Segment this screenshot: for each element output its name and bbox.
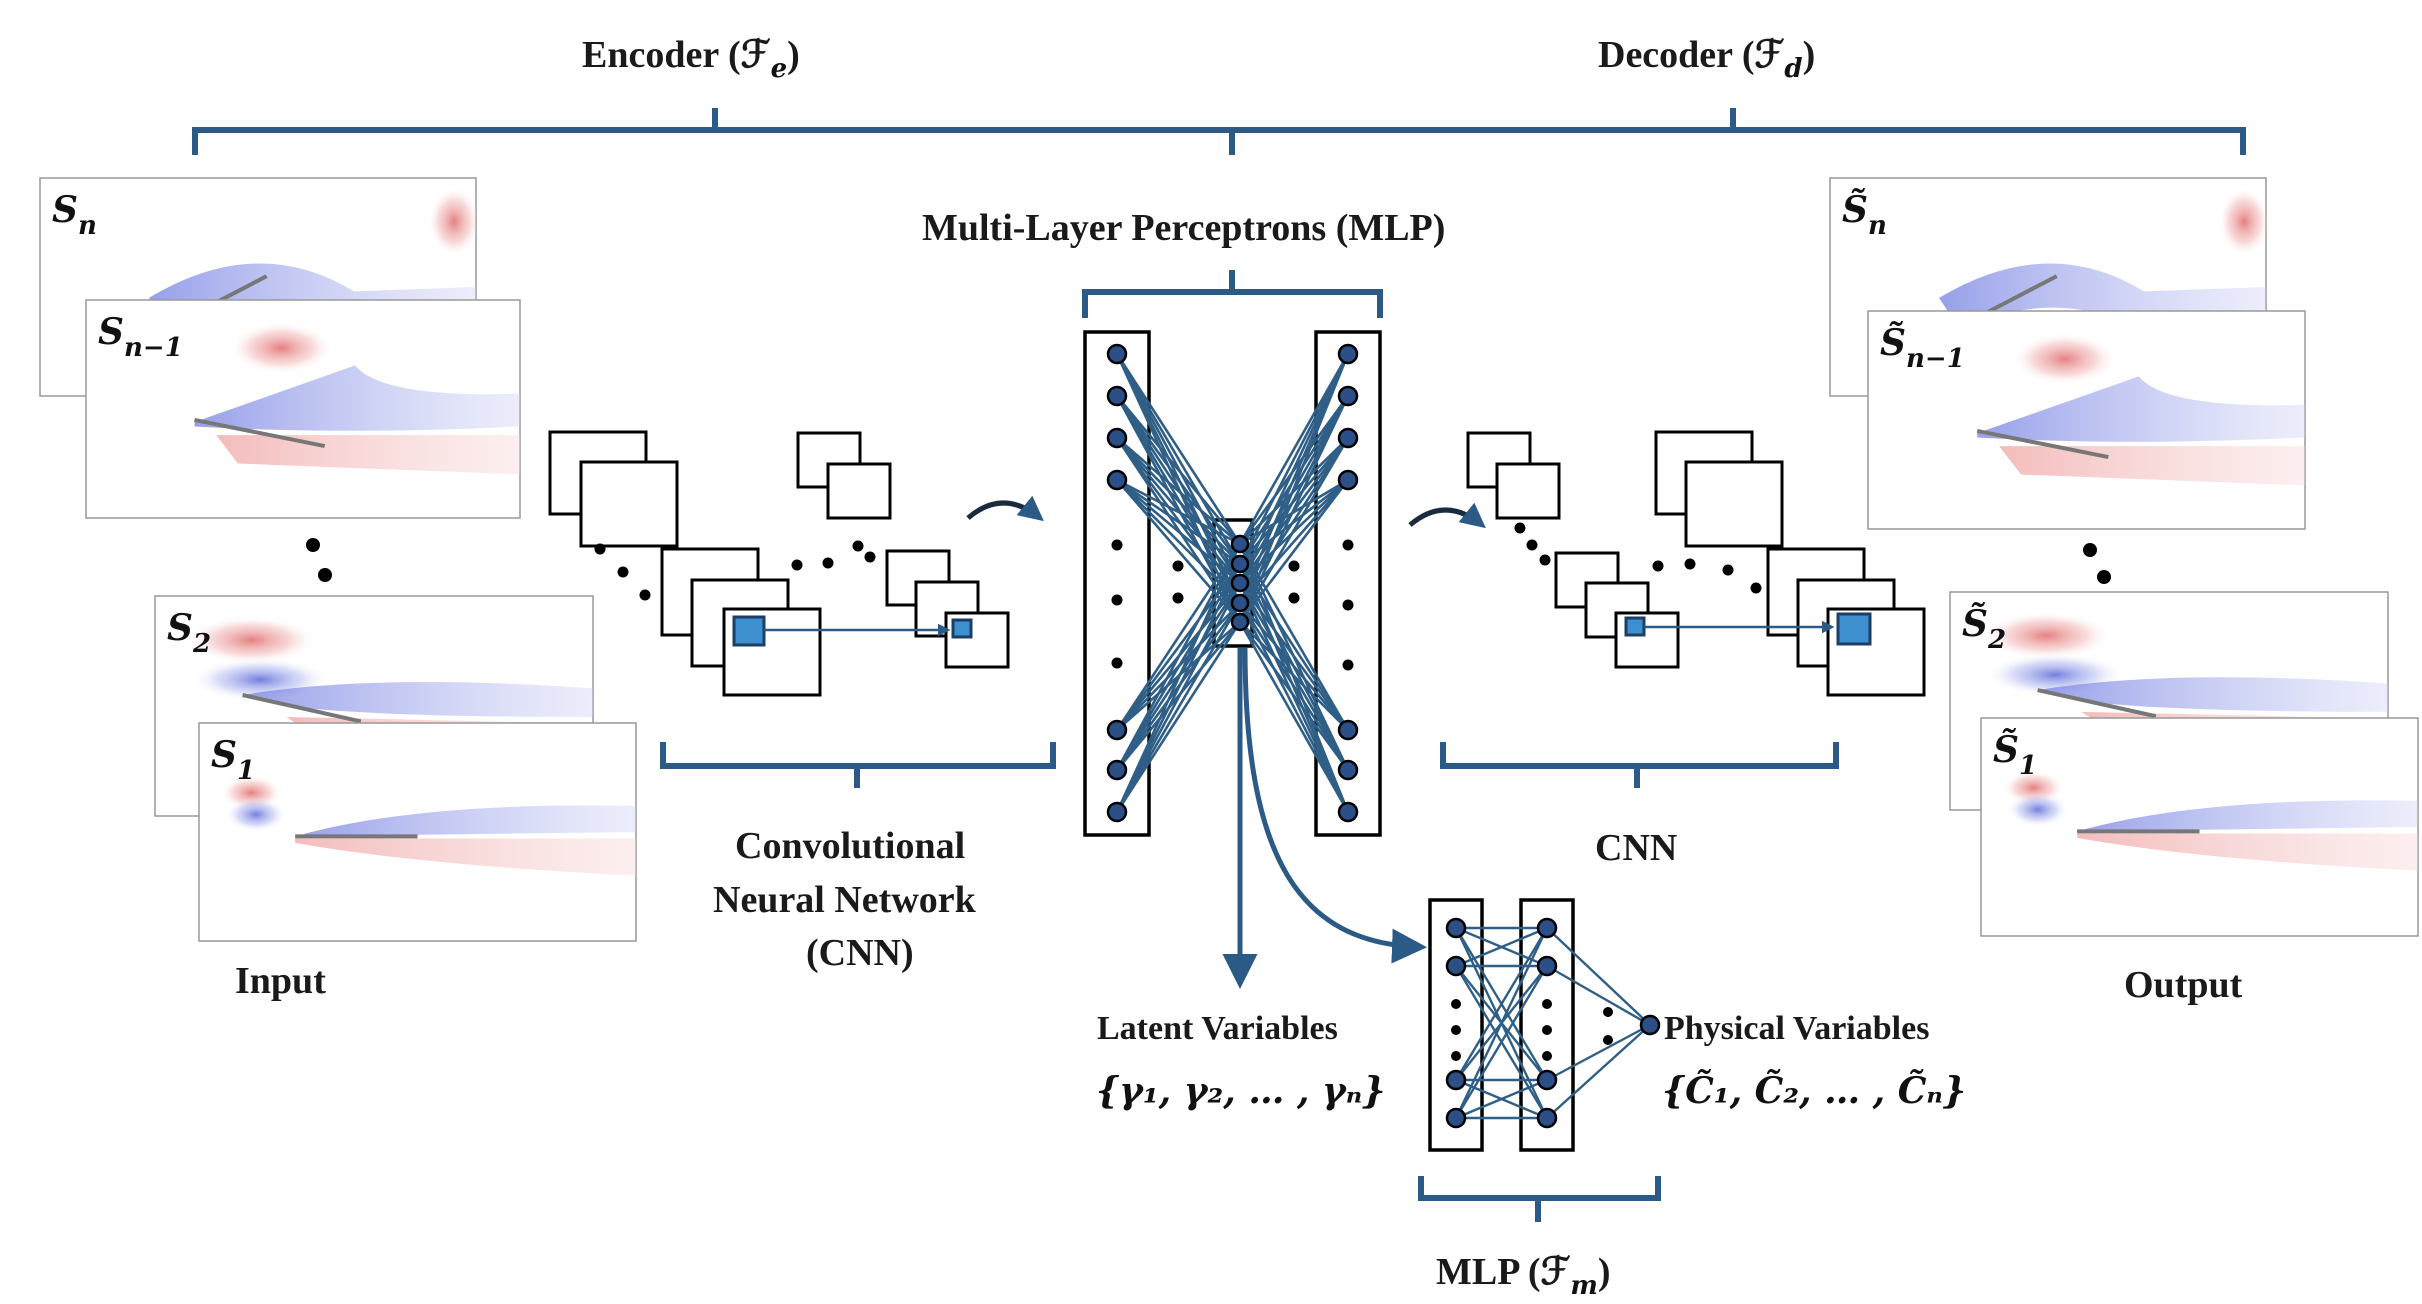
mlp-node xyxy=(1106,343,1128,365)
feature-map xyxy=(826,462,892,520)
encoder-curve-arrow xyxy=(966,495,1044,522)
small-mlp-node xyxy=(1536,917,1558,939)
cnn-right-label: CNN xyxy=(1595,827,1677,869)
mlp-node xyxy=(1337,427,1359,449)
output-ellipsis-dot xyxy=(2097,570,2111,584)
cnn-left-label-line1: Convolutional xyxy=(735,825,965,867)
mlp-node xyxy=(1337,719,1359,741)
encoder-cnn-bracket xyxy=(660,742,1056,788)
latent-variables-title: Latent Variables xyxy=(1097,1010,1338,1047)
small-mlp-node xyxy=(1445,917,1467,939)
input-ellipsis-dot xyxy=(318,568,332,582)
mlp-node xyxy=(1337,469,1359,491)
mlp-nodes xyxy=(1106,343,1359,823)
output-frames: S̃nS̃n−1S̃2S̃1 xyxy=(1829,177,2419,937)
output-label: Output xyxy=(2124,964,2243,1006)
decoder-cnn xyxy=(1466,430,1926,697)
output-frame: S̃n−1 xyxy=(1867,310,2306,530)
mlp-node xyxy=(1106,801,1128,823)
output-frame-label: S̃n xyxy=(1842,189,1887,241)
decoder-label: Decoder (ℱd) xyxy=(1598,34,1815,84)
input-frame-label: S1 xyxy=(211,734,255,786)
mlp-node xyxy=(1106,469,1128,491)
latent-variables-set: {γ₁, γ₂, … , γₙ} xyxy=(1096,1070,1385,1112)
mlp-node xyxy=(1337,801,1359,823)
output-frame: S̃1 xyxy=(1980,717,2419,937)
conv-kernel-highlight xyxy=(951,618,973,639)
encoder-cnn xyxy=(548,430,1010,697)
physical-variables-title: Physical Variables xyxy=(1664,1010,1929,1047)
feature-map xyxy=(1554,551,1620,609)
small-mlp-node xyxy=(1445,955,1467,977)
mlp-node xyxy=(1337,343,1359,365)
mlp-bottom-label: MLP (ℱm) xyxy=(1436,1251,1611,1301)
mlp-ellipsis-dots xyxy=(1111,539,1354,671)
cnn-left-label-line3: (CNN) xyxy=(806,932,914,974)
feature-map xyxy=(1684,460,1784,548)
bottleneck-node xyxy=(1230,554,1250,574)
flow-field xyxy=(1976,332,2305,486)
mlp-top-bracket xyxy=(1082,270,1383,318)
mlp-node xyxy=(1106,719,1128,741)
mlp-connections xyxy=(1115,353,1350,813)
input-frame: Sn−1 xyxy=(85,299,521,519)
output-ellipsis-dot xyxy=(2083,543,2097,557)
small-mlp xyxy=(1428,898,1661,1152)
decoder-curve-arrow xyxy=(1408,502,1486,529)
bottleneck-node xyxy=(1230,593,1250,613)
small-mlp-ellipsis-dots xyxy=(1451,999,1613,1061)
mlp-output-layer-box xyxy=(1314,330,1382,837)
physical-output-node xyxy=(1639,1014,1661,1036)
cnn-left-label-line2: Neural Network xyxy=(713,879,977,921)
bottleneck-node xyxy=(1230,573,1250,593)
feature-map xyxy=(579,460,679,548)
small-mlp-nodes xyxy=(1445,917,1661,1129)
flow-field xyxy=(2002,770,2418,871)
decoder-cnn-dots xyxy=(1514,522,1762,594)
flow-field xyxy=(194,321,520,475)
encoder-cnn-dots xyxy=(594,540,876,601)
output-frame-label: S̃n−1 xyxy=(1880,322,1965,374)
mlp-top-label: Multi-Layer Perceptrons (MLP) xyxy=(922,207,1445,249)
small-mlp-bracket xyxy=(1418,1176,1661,1222)
conv-kernel-highlight xyxy=(1624,616,1646,637)
main-mlp xyxy=(1083,330,1382,837)
small-mlp-node xyxy=(1536,955,1558,977)
encoder-label: Encoder (ℱe) xyxy=(582,34,800,84)
mlp-node xyxy=(1337,759,1359,781)
small-mlp-node xyxy=(1536,1069,1558,1091)
small-mlp-node xyxy=(1445,1107,1467,1129)
small-mlp-node xyxy=(1536,1107,1558,1129)
flow-field xyxy=(220,775,636,876)
input-ellipsis-dot xyxy=(306,538,320,552)
input-frame-label: Sn−1 xyxy=(98,311,183,363)
mlp-node xyxy=(1106,385,1128,407)
bottleneck-node xyxy=(1230,612,1250,632)
output-frame-label: S̃2 xyxy=(1962,603,2006,655)
input-frame: S1 xyxy=(198,722,637,942)
conv-kernel-highlight xyxy=(1836,612,1872,646)
mlp-input-layer-box xyxy=(1083,330,1151,837)
encoder-decoder-bracket xyxy=(192,108,2246,155)
input-label: Input xyxy=(235,960,326,1002)
output-frame-label: S̃1 xyxy=(1993,729,2037,781)
physical-variables-set: {C̃₁, C̃₂, … , C̃ₙ} xyxy=(1662,1070,1966,1112)
small-mlp-connections xyxy=(1454,926,1651,1120)
conv-kernel-highlight xyxy=(732,615,766,647)
mlp-node xyxy=(1106,427,1128,449)
small-mlp-node xyxy=(1445,1069,1467,1091)
mlp-branch-arrow xyxy=(1242,647,1427,964)
input-frame-label: S2 xyxy=(167,607,211,659)
bottleneck-node xyxy=(1230,534,1250,554)
decoder-cnn-bracket xyxy=(1440,742,1839,788)
mlp-node xyxy=(1106,759,1128,781)
mlp-node xyxy=(1337,385,1359,407)
feature-map xyxy=(1495,462,1561,520)
input-frame-label: Sn xyxy=(52,189,97,241)
